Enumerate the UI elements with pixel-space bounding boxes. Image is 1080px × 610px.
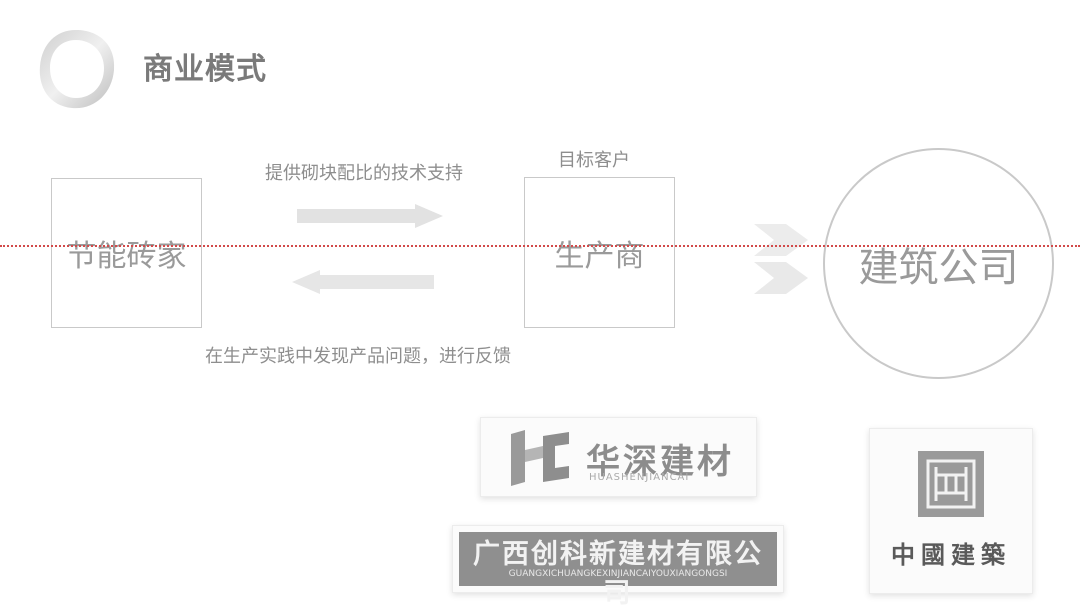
arrow-left-icon [292,270,434,294]
feedback-label: 在生产实践中发现产品问题，进行反馈 [205,346,511,367]
construction-company-label: 建筑公司 [858,244,1019,291]
red-dotted-guide-line [0,245,1080,247]
huashen-pinyin: HUASHENJIANCAI [589,472,690,483]
guangxi-pinyin: GUANGXICHUANGKEXINJIANCAIYOUXIANGONGSI [508,569,728,579]
guangxi-banner [459,532,777,586]
arrow-right-icon [297,204,443,228]
construction-company-node: 建筑公司 [823,148,1054,379]
huashen-name: 华深建材 [586,442,734,482]
double-arrow-right-icon [754,224,808,294]
page-title: 商业模式 [143,52,267,87]
target-customer-label: 目标客户 [558,150,630,171]
energy-saving-expert-label: 节能砖家 [66,239,187,274]
producer-node: 生产商 [524,177,675,328]
cscec-emblem-icon [918,451,984,517]
huashen-logo-card: 华深建材 HUASHENJIANCAI [480,417,757,497]
guangxi-name: 广西创科新建材有限公司 [473,539,763,609]
cscec-name: 中國建築 [891,541,1011,569]
energy-saving-expert-node: 节能砖家 [51,178,202,328]
hs-monogram-icon [511,430,569,486]
cscec-logo-card: 中國建築 [869,428,1033,594]
ring-logo-icon [39,30,115,109]
guangxi-logo-card: 广西创科新建材有限公司 GUANGXICHUANGKEXINJIANCAIYOU… [452,525,784,609]
support-label: 提供砌块配比的技术支持 [265,163,463,184]
producer-label: 生产商 [554,238,645,274]
